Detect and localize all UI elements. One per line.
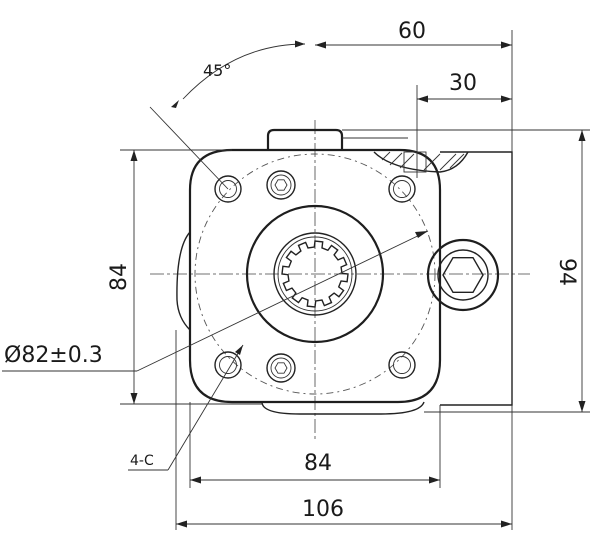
dim-94-right-label: 94 <box>554 258 579 286</box>
dim-106-label: 106 <box>302 497 344 522</box>
side-port-plug <box>426 238 500 312</box>
socket-screw-bottom <box>266 353 296 383</box>
center-lines <box>150 120 530 440</box>
socket-screw-top <box>266 170 296 200</box>
dim-84-bottom-label: 84 <box>304 451 332 476</box>
dim-84-left-label: 84 <box>107 263 132 291</box>
spline-teeth <box>281 240 349 308</box>
mounting-hole-bottom-left <box>214 351 242 379</box>
bottom-dimensions: 84 106 <box>175 330 513 530</box>
bolt-callout-leader: 4-C <box>128 344 244 471</box>
diameter-label: Ø82±0.3 <box>4 343 103 368</box>
mounting-hole-bottom-right <box>388 351 416 379</box>
angle-dimension-45: 45° <box>149 40 306 190</box>
left-height-dimension: 84 <box>107 149 262 405</box>
top-dimensions: 60 30 <box>315 19 513 178</box>
dim-60-label: 60 <box>398 19 426 44</box>
mounting-hole-top-right <box>388 175 416 203</box>
bolt-holes <box>214 170 416 383</box>
hub-and-spline <box>245 204 385 344</box>
bolt-callout-label: 4-C <box>130 453 154 469</box>
mounting-hole-top-left <box>214 175 242 203</box>
diameter-callout: Ø82±0.3 <box>2 230 429 372</box>
spline-shaft <box>281 240 349 308</box>
housing-body <box>176 128 585 415</box>
dim-30-label: 30 <box>449 71 477 96</box>
right-height-dimension: 94 <box>424 129 590 413</box>
bolt-circle <box>194 153 436 395</box>
angle-label: 45° <box>203 61 231 80</box>
